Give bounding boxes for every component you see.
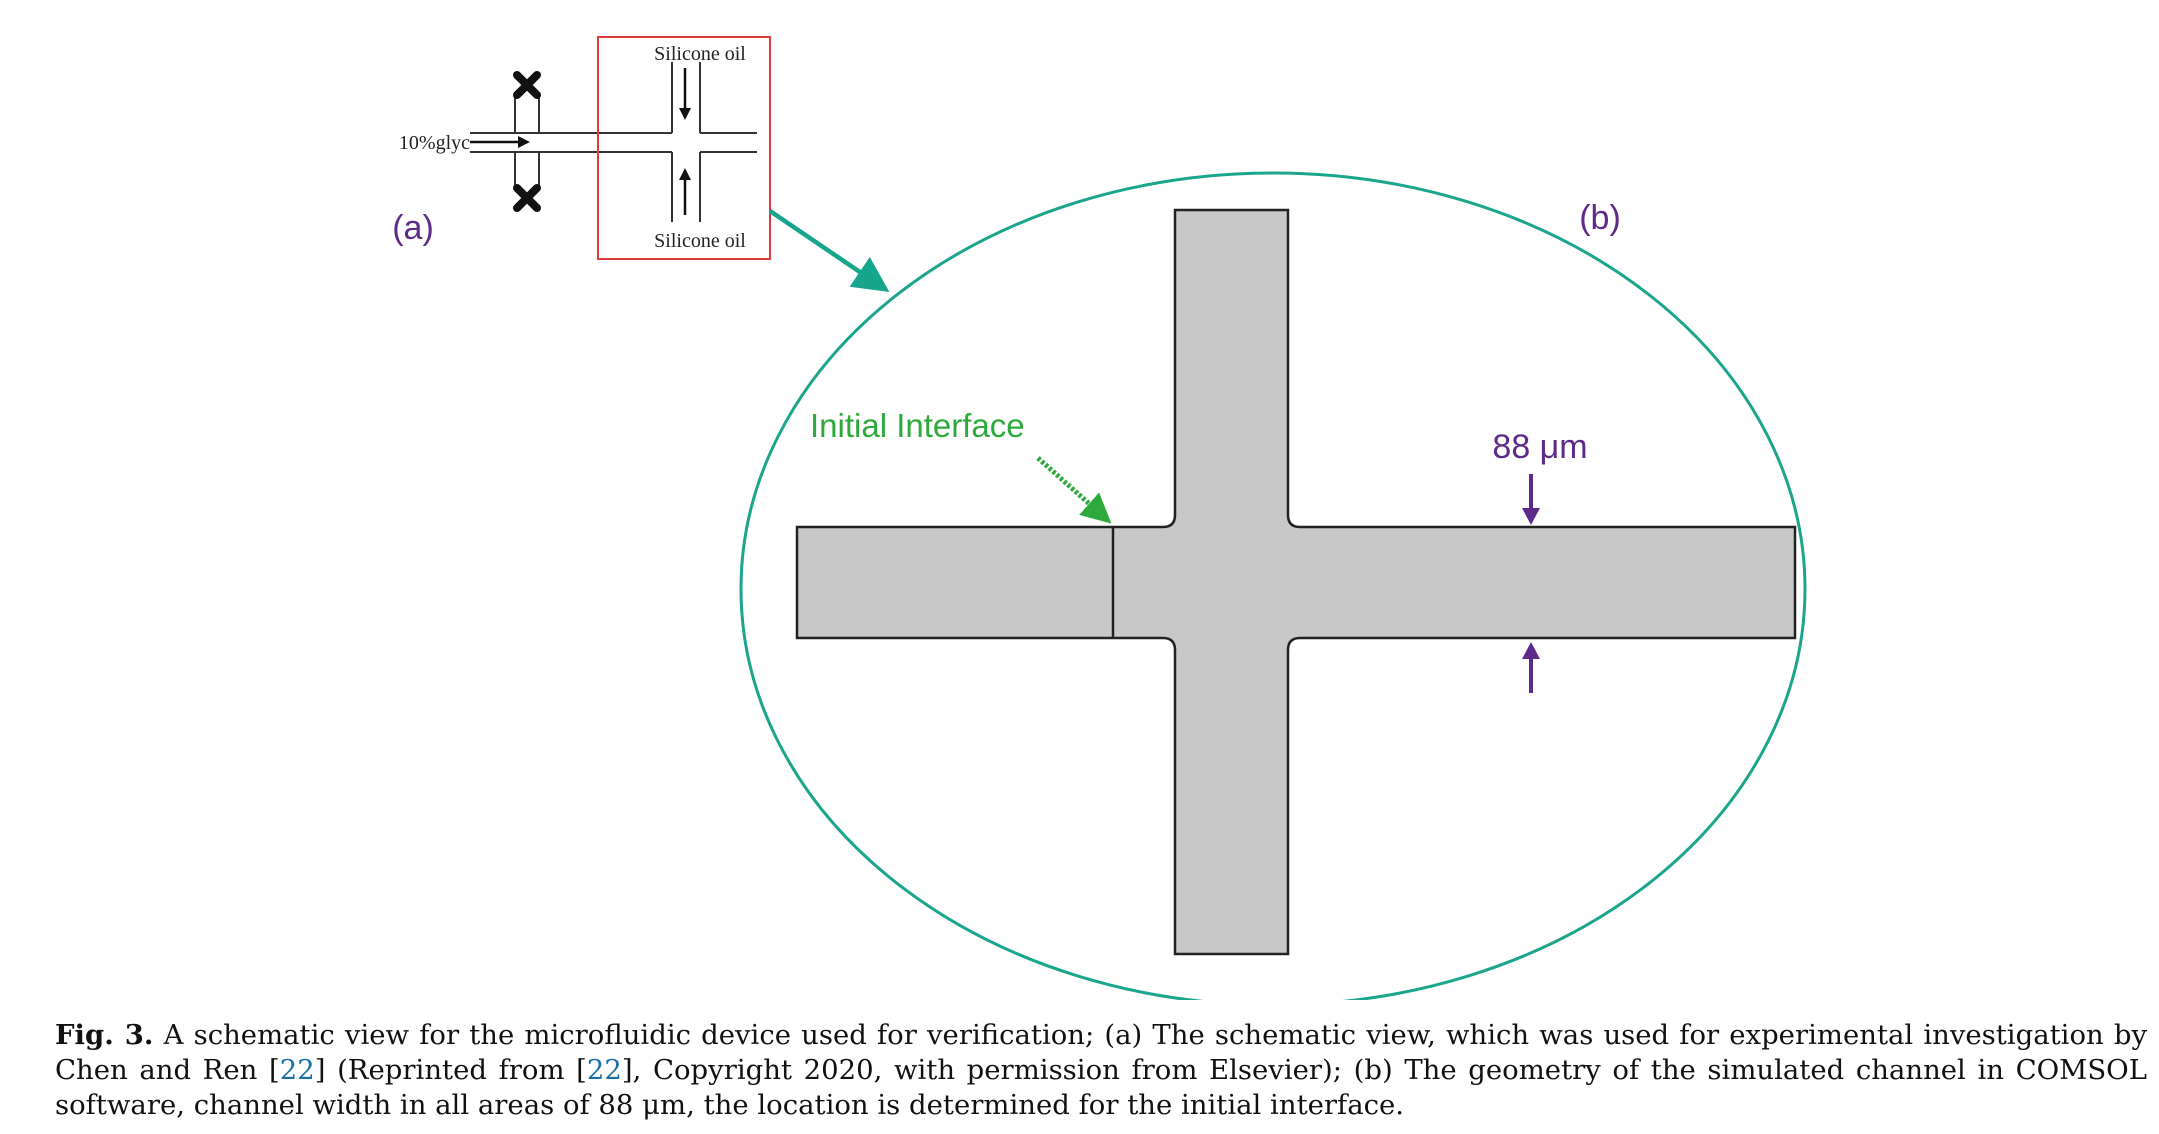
highlight-box <box>597 36 771 260</box>
initial-interface-label: Initial Interface <box>810 407 1025 444</box>
panel-a: Silicone oil Silicone oil 10%glyc (a) <box>392 36 771 260</box>
width-arrow-up-icon <box>1522 642 1540 693</box>
channel-width-label: 88 μm <box>1492 428 1587 466</box>
flow-arrow-up-icon <box>679 168 691 215</box>
figure-caption: Fig. 3. A schematic view for the microfl… <box>55 1018 2147 1123</box>
blocked-outlet-bottom-icon <box>513 184 541 212</box>
zoom-ellipse <box>739 171 1807 1000</box>
flow-arrow-down-icon <box>679 68 691 120</box>
reference-link-1[interactable]: 22 <box>279 1054 315 1086</box>
width-arrow-down-icon <box>1522 474 1540 525</box>
glycerol-inlet-label: 10%glyc <box>399 132 470 154</box>
figure-label: Fig. 3. <box>55 1019 154 1051</box>
panel-b-label: (b) <box>1579 199 1621 237</box>
flow-arrow-left-icon <box>470 136 530 148</box>
silicone-oil-top-label: Silicone oil <box>654 43 746 65</box>
panel-b: Initial Interface 88 μm (b) <box>739 171 1807 1000</box>
blocked-outlet-top-icon <box>513 71 541 99</box>
panel-a-label: (a) <box>392 209 434 247</box>
caption-text-part-2: ] (Reprinted from [ <box>314 1054 587 1086</box>
zoom-pointer-arrow <box>768 209 890 293</box>
cross-channel-geometry <box>795 208 1797 956</box>
caption-text-part-1: A schematic view for the microfluidic de… <box>55 1019 2147 1086</box>
silicone-oil-bottom-label: Silicone oil <box>654 230 746 252</box>
caption-text-part-3: ], Copyright 2020, with permission from … <box>55 1054 2147 1121</box>
interface-pointer-arrow <box>1036 456 1112 524</box>
figure-3: Silicone oil Silicone oil 10%glyc (a) In… <box>392 36 1807 1000</box>
reference-link-2[interactable]: 22 <box>586 1054 622 1086</box>
